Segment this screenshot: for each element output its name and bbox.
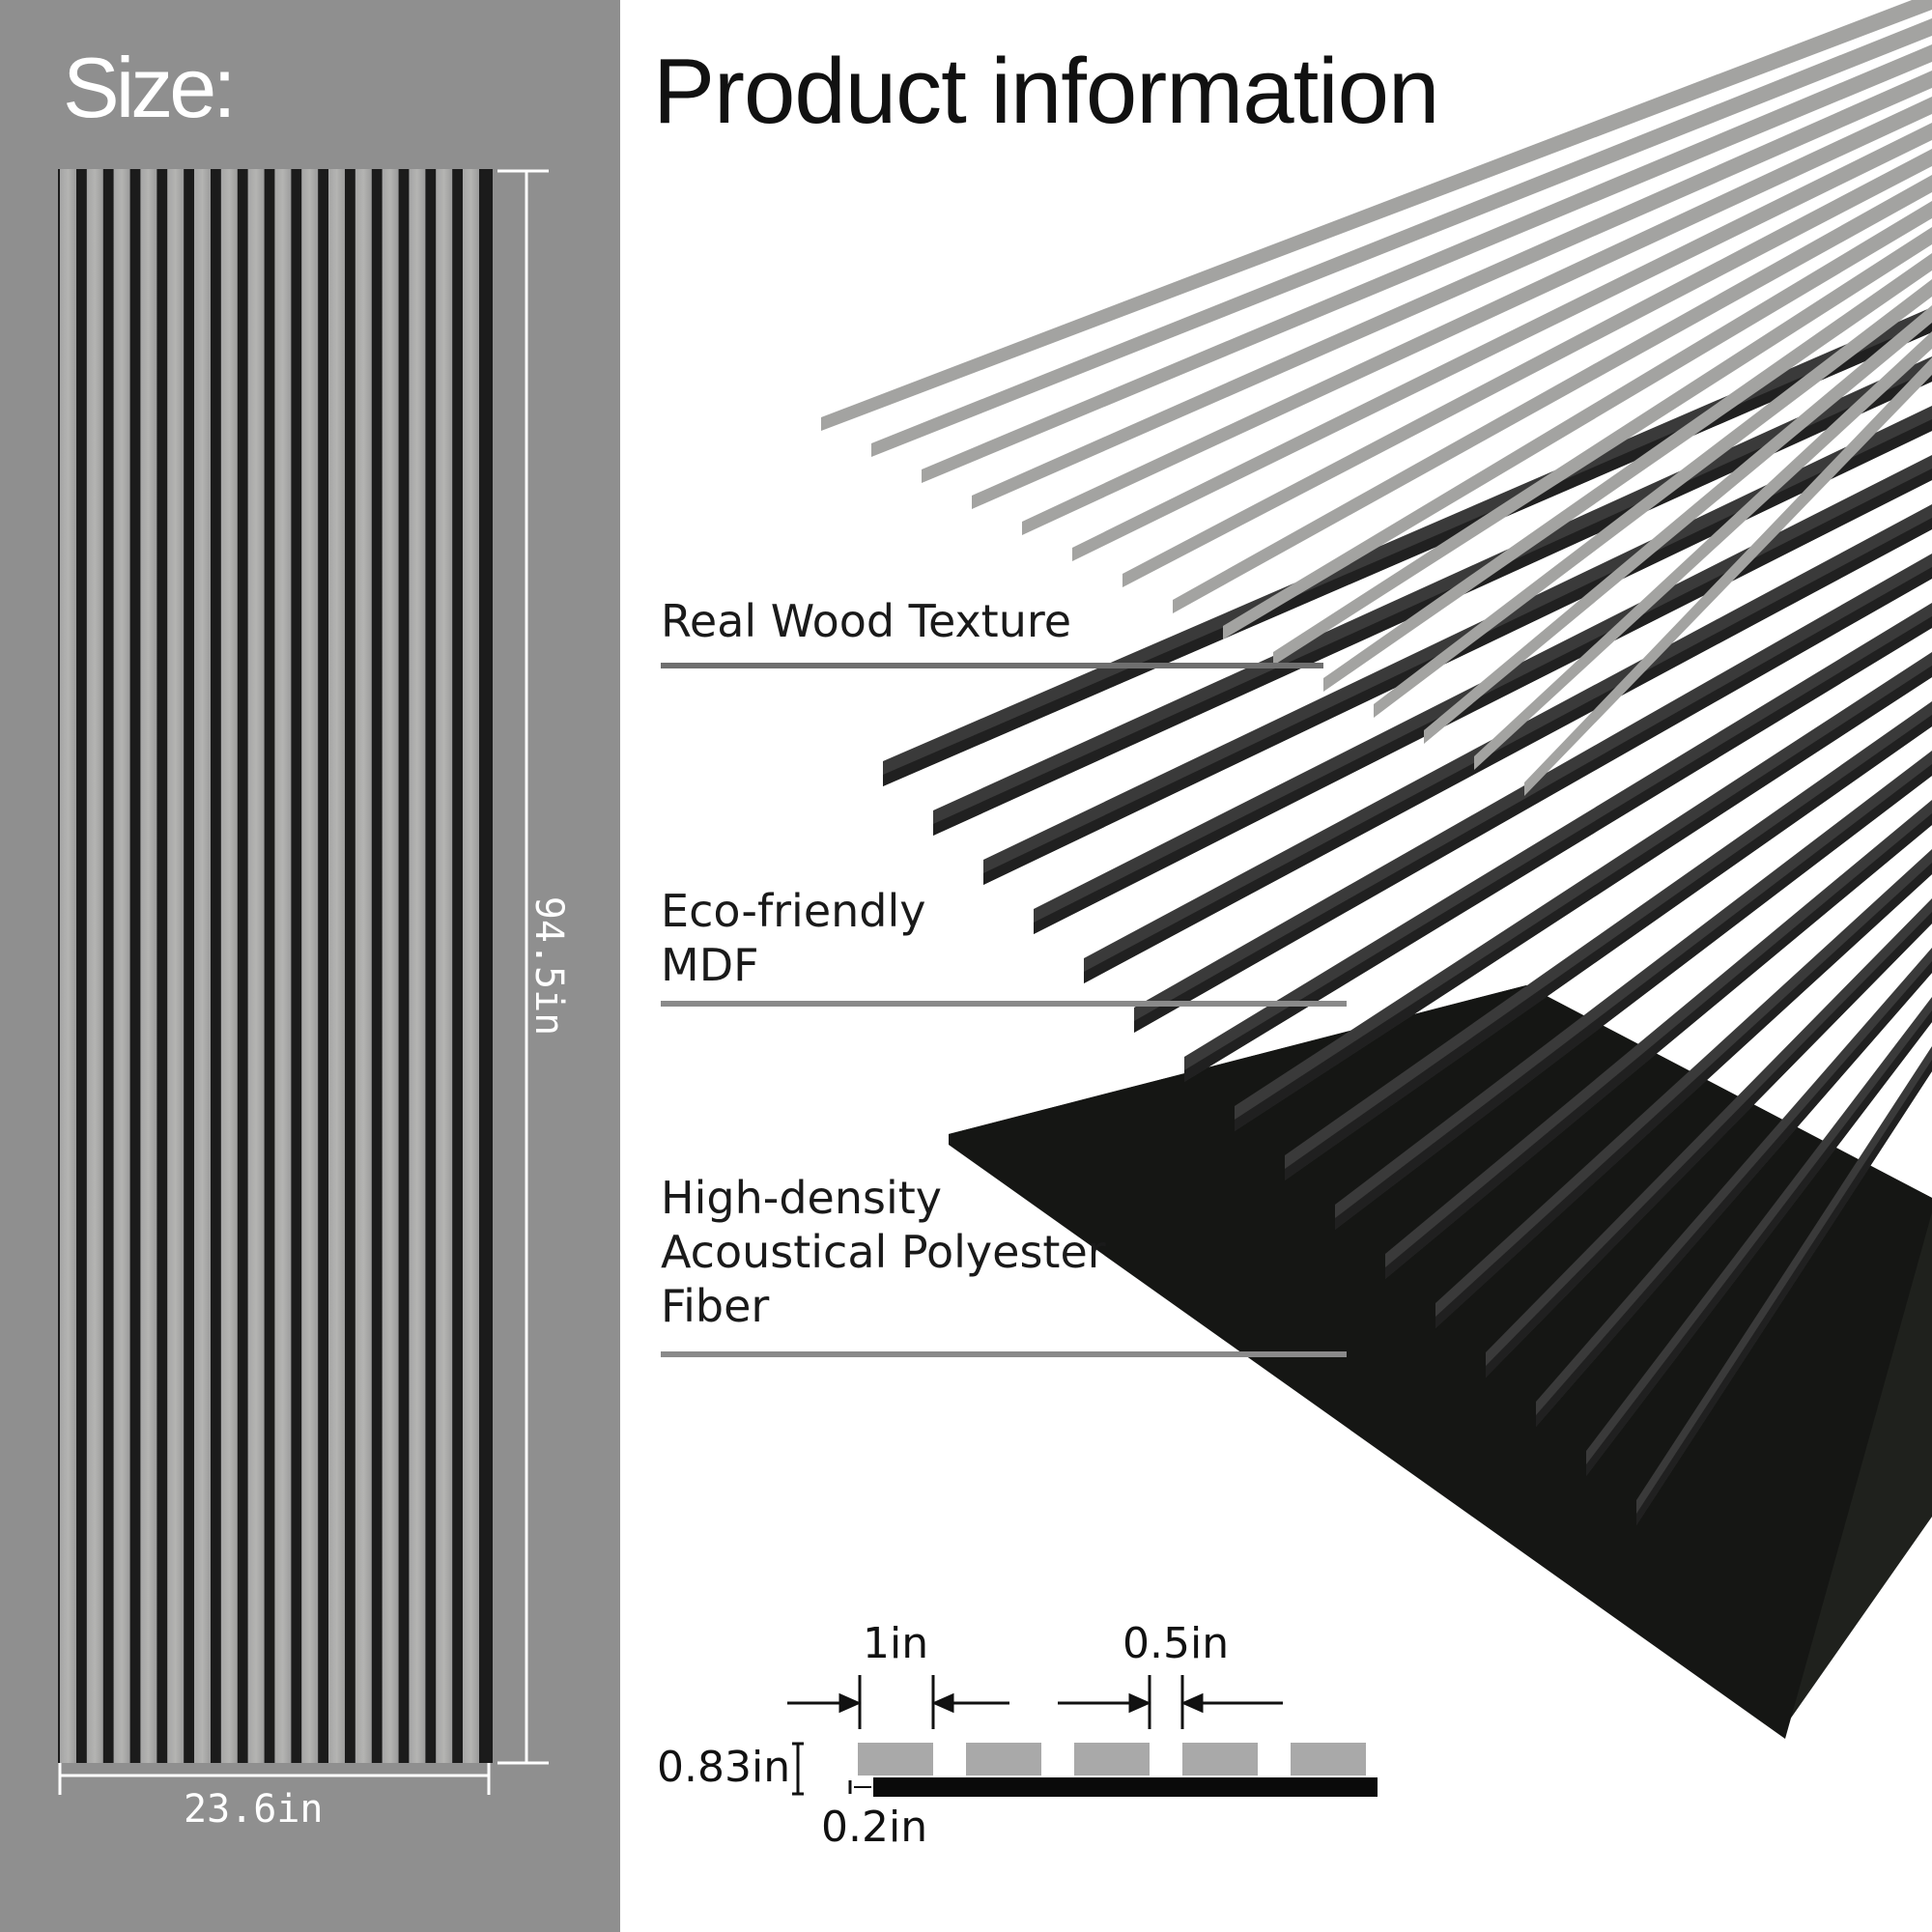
front-slat xyxy=(60,169,76,1763)
wood-slat xyxy=(1273,227,1932,666)
front-slat xyxy=(140,169,157,1763)
cross-section-slat xyxy=(1291,1743,1366,1776)
height-dimension-label: 94.5in xyxy=(526,895,571,1037)
wood-slat xyxy=(1323,253,1932,692)
wood-slat xyxy=(871,18,1932,457)
callout-line-mdf xyxy=(661,1001,1347,1007)
front-slat xyxy=(436,169,453,1763)
wood-slat xyxy=(1072,123,1932,561)
mdf-slat-side xyxy=(1084,518,1932,983)
front-slat xyxy=(409,169,426,1763)
exploded-layers xyxy=(821,0,1932,1739)
cross-section-slat xyxy=(966,1743,1041,1776)
label-line: Fiber xyxy=(661,1280,770,1332)
wood-slat xyxy=(1424,305,1932,744)
mdf-slat-side xyxy=(1536,961,1932,1427)
mdf-slat-side xyxy=(1134,567,1932,1033)
page-title: Product information xyxy=(653,40,1439,143)
wood-slat xyxy=(1173,175,1932,613)
size-heading: Size: xyxy=(63,40,237,135)
mdf-slat-side xyxy=(1435,863,1932,1328)
wood-slat xyxy=(972,71,1932,509)
cross-section-slats xyxy=(858,1743,1366,1776)
front-slat xyxy=(301,169,319,1763)
cross-section-slat xyxy=(1182,1743,1258,1776)
front-slat xyxy=(382,169,399,1763)
gap-width-label: 0.5in xyxy=(1122,1619,1230,1668)
layer-label-mdf: Eco-friendly MDF xyxy=(661,884,926,992)
front-slat xyxy=(463,169,479,1763)
wood-slat xyxy=(821,0,1932,431)
cross-section-diagram xyxy=(787,1675,1378,1797)
wood-veneer-slats xyxy=(821,0,1932,796)
label-line: High-density xyxy=(661,1172,942,1224)
label-line: Real Wood Texture xyxy=(661,595,1072,647)
width-dimension-label: 23.6in xyxy=(184,1787,324,1832)
cross-section-backing xyxy=(873,1777,1378,1797)
front-slat xyxy=(328,169,345,1763)
front-slat xyxy=(167,169,185,1763)
label-line: Acoustical Polyester xyxy=(661,1226,1106,1278)
slat-height-label: 0.83in xyxy=(657,1743,791,1792)
backing-thickness-label: 0.2in xyxy=(821,1803,928,1852)
front-slat xyxy=(86,169,103,1763)
wood-slat xyxy=(1474,331,1932,770)
panel-front-view xyxy=(58,169,493,1763)
wood-slat xyxy=(1022,97,1932,535)
wood-slat xyxy=(1374,279,1932,718)
label-line: MDF xyxy=(661,939,759,991)
mdf-slat-side xyxy=(1335,764,1932,1230)
layer-label-wood: Real Wood Texture xyxy=(661,594,1071,648)
wood-slat xyxy=(1524,357,1932,796)
wood-slat xyxy=(1122,149,1932,587)
cross-section-slat xyxy=(858,1743,933,1776)
layer-label-fiber: High-density Acoustical Polyester Fiber xyxy=(661,1171,1106,1333)
arrow-head xyxy=(838,1692,862,1714)
mdf-slat-side xyxy=(1034,469,1932,934)
front-slat xyxy=(247,169,265,1763)
mdf-slat-side xyxy=(1385,813,1932,1279)
callout-line-fiber xyxy=(661,1351,1347,1357)
front-slat xyxy=(355,169,372,1763)
cross-section-slat xyxy=(1074,1743,1150,1776)
front-slat xyxy=(194,169,211,1763)
wood-slat xyxy=(922,44,1932,483)
fiber-layer-edge xyxy=(949,985,1932,1739)
dimension-lines xyxy=(58,169,549,1795)
mdf-slat-side xyxy=(1285,715,1932,1180)
arrow-head xyxy=(931,1692,954,1714)
slat-width-label: 1in xyxy=(863,1619,929,1668)
arrow-head xyxy=(1180,1692,1204,1714)
mdf-slat-side xyxy=(1586,1010,1932,1476)
mdf-slat-side xyxy=(1235,666,1932,1131)
label-line: Eco-friendly xyxy=(661,885,926,937)
front-slat xyxy=(113,169,130,1763)
callout-line-wood xyxy=(661,663,1323,668)
front-slat xyxy=(220,169,238,1763)
panel-slats xyxy=(60,169,479,1763)
mdf-slat-side xyxy=(1184,616,1932,1082)
front-slat xyxy=(274,169,292,1763)
mdf-slat-side xyxy=(1486,912,1932,1378)
arrow-head xyxy=(1128,1692,1151,1714)
mdf-slat-side xyxy=(1636,1060,1932,1525)
wood-slat xyxy=(1223,201,1932,639)
